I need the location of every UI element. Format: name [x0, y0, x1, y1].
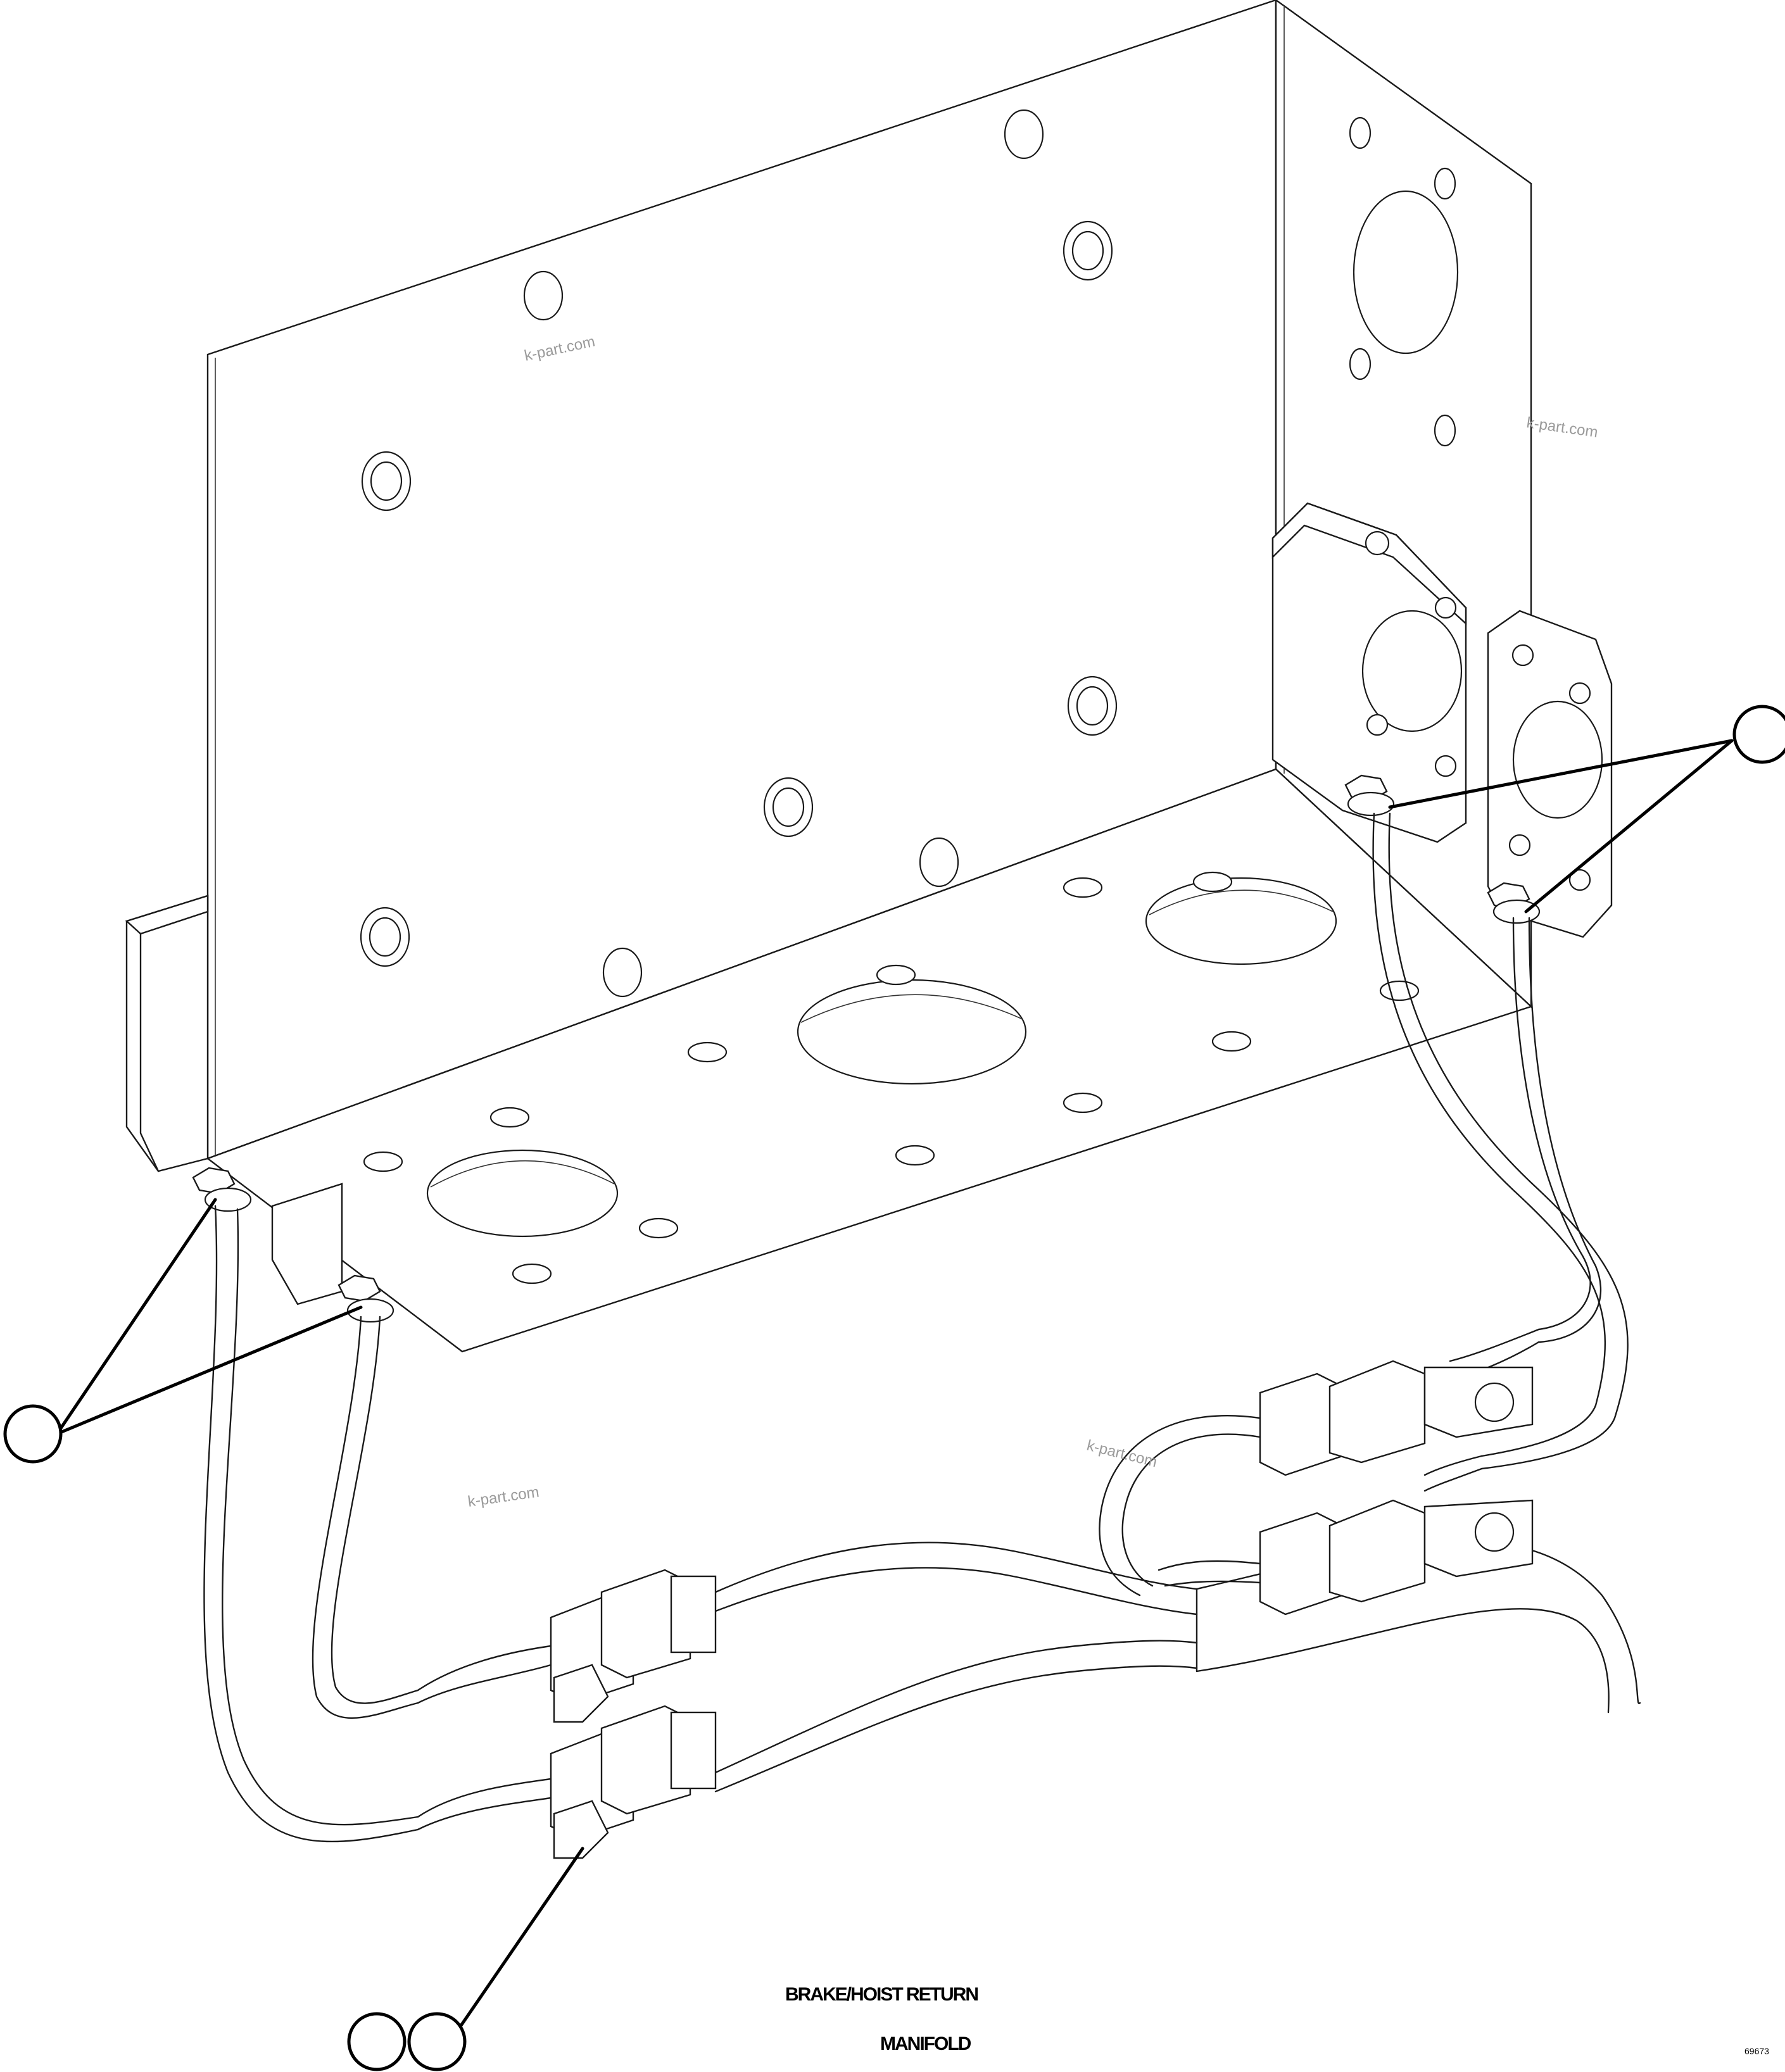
switch-fitting-left-2 — [337, 1274, 394, 1323]
callout-leaders — [55, 739, 1734, 2063]
watermark: k-part.com — [1525, 414, 1599, 441]
callout-bottom-b — [407, 2012, 467, 2071]
switch-fitting-right-1 — [1344, 774, 1395, 817]
connector-left-upper — [550, 1569, 717, 1723]
callout-right-pressure-switches — [1732, 705, 1785, 764]
wiring-harness — [203, 812, 1641, 1843]
callout-bottom-a — [347, 2012, 407, 2071]
figure-number: 69673 — [1744, 2046, 1769, 2056]
connector-left-lower — [550, 1705, 717, 1859]
figure-label-line1: BRAKE/HOIST RETURN — [785, 1984, 978, 2005]
figure-label-line2: MANIFOLD — [880, 2033, 971, 2054]
callout-left-pressure-switches — [3, 1404, 63, 1464]
watermark: k-part.com — [467, 1483, 540, 1510]
connector-right-lower — [1259, 1499, 1534, 1616]
flange-block-upper — [1271, 502, 1467, 843]
watermark: k-part.com — [1085, 1437, 1159, 1471]
front-face-ports — [360, 109, 1118, 998]
left-side-plate — [125, 895, 343, 1305]
switch-fitting-left-1 — [192, 1167, 252, 1212]
end-face-ports — [1349, 116, 1459, 447]
bottom-face-ports — [363, 871, 1420, 1284]
switch-fitting-right-2 — [1487, 882, 1541, 924]
connector-right-upper — [1259, 1360, 1534, 1476]
